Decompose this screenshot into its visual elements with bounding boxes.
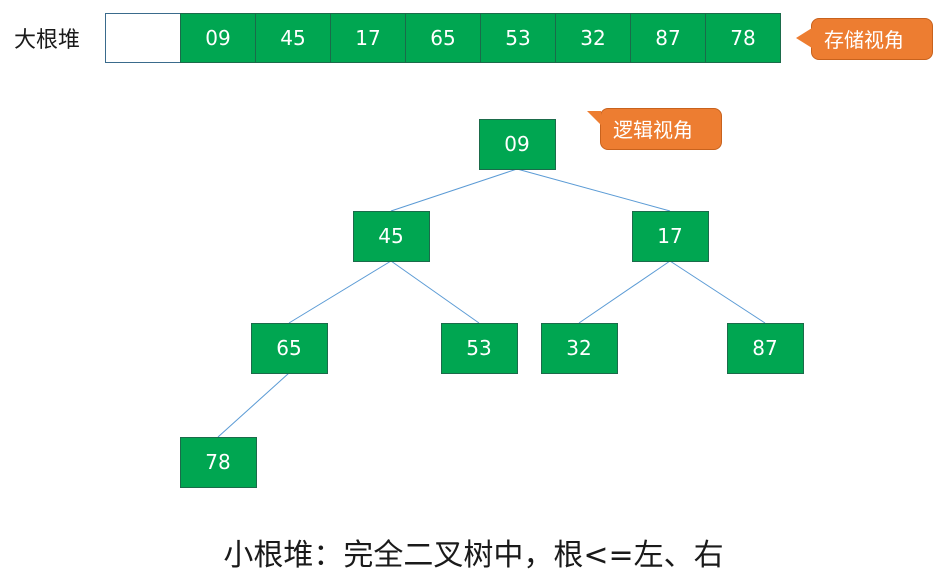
array-label: 大根堆 (14, 28, 81, 53)
array-cell: 32 (555, 13, 631, 63)
array-cell-empty (105, 13, 181, 63)
tree-edge (217, 372, 290, 438)
tree-node-box (441, 323, 518, 374)
tree-edge (578, 260, 671, 324)
tree-edges (217, 168, 766, 438)
tree-node-label: 45 (378, 224, 403, 248)
logical-view-callout: 逻辑视角 (587, 108, 722, 150)
array-cell: 87 (630, 13, 706, 63)
callout-pointer (796, 28, 812, 48)
tree-node-label: 87 (752, 336, 777, 360)
tree-node: 53 (441, 323, 518, 374)
tree-node: 32 (541, 323, 618, 374)
callout-pointer (587, 111, 601, 125)
tree-node: 17 (632, 211, 709, 262)
tree-node-box (632, 211, 709, 262)
tree-node-box (353, 211, 430, 262)
tree-node: 78 (180, 437, 257, 488)
array-cell: 78 (705, 13, 781, 63)
tree-node: 87 (727, 323, 804, 374)
tree-node-label: 53 (466, 336, 491, 360)
tree-edge (288, 260, 392, 324)
array-cell: 45 (255, 13, 331, 63)
tree-node: 65 (251, 323, 328, 374)
array-cell: 65 (405, 13, 481, 63)
tree-node-label: 09 (504, 132, 529, 156)
storage-view-label: 存储视角 (824, 28, 904, 52)
array-cell: 53 (480, 13, 556, 63)
array-storage-row: 09 45 17 65 53 32 87 78 (105, 13, 781, 63)
array-cell: 17 (330, 13, 406, 63)
tree-edge (390, 168, 518, 212)
tree-edge (390, 260, 480, 324)
tree-node-label: 17 (657, 224, 682, 248)
tree-node-box (479, 119, 556, 170)
tree-node: 45 (353, 211, 430, 262)
tree-edge (516, 168, 671, 212)
tree-node-box (541, 323, 618, 374)
logical-view-label: 逻辑视角 (613, 118, 693, 142)
tree-node-label: 32 (566, 336, 591, 360)
storage-view-callout: 存储视角 (796, 18, 933, 60)
tree-edge (669, 260, 766, 324)
tree-node-box (180, 437, 257, 488)
diagram-caption: 小根堆：完全二叉树中，根<=左、右 (223, 538, 724, 573)
tree-node-box (251, 323, 328, 374)
tree-node-label: 78 (205, 450, 230, 474)
tree-nodes: 09 45 17 65 53 32 87 78 (180, 119, 804, 488)
tree-node: 09 (479, 119, 556, 170)
array-cell: 09 (180, 13, 256, 63)
tree-node-box (727, 323, 804, 374)
tree-node-label: 65 (276, 336, 301, 360)
